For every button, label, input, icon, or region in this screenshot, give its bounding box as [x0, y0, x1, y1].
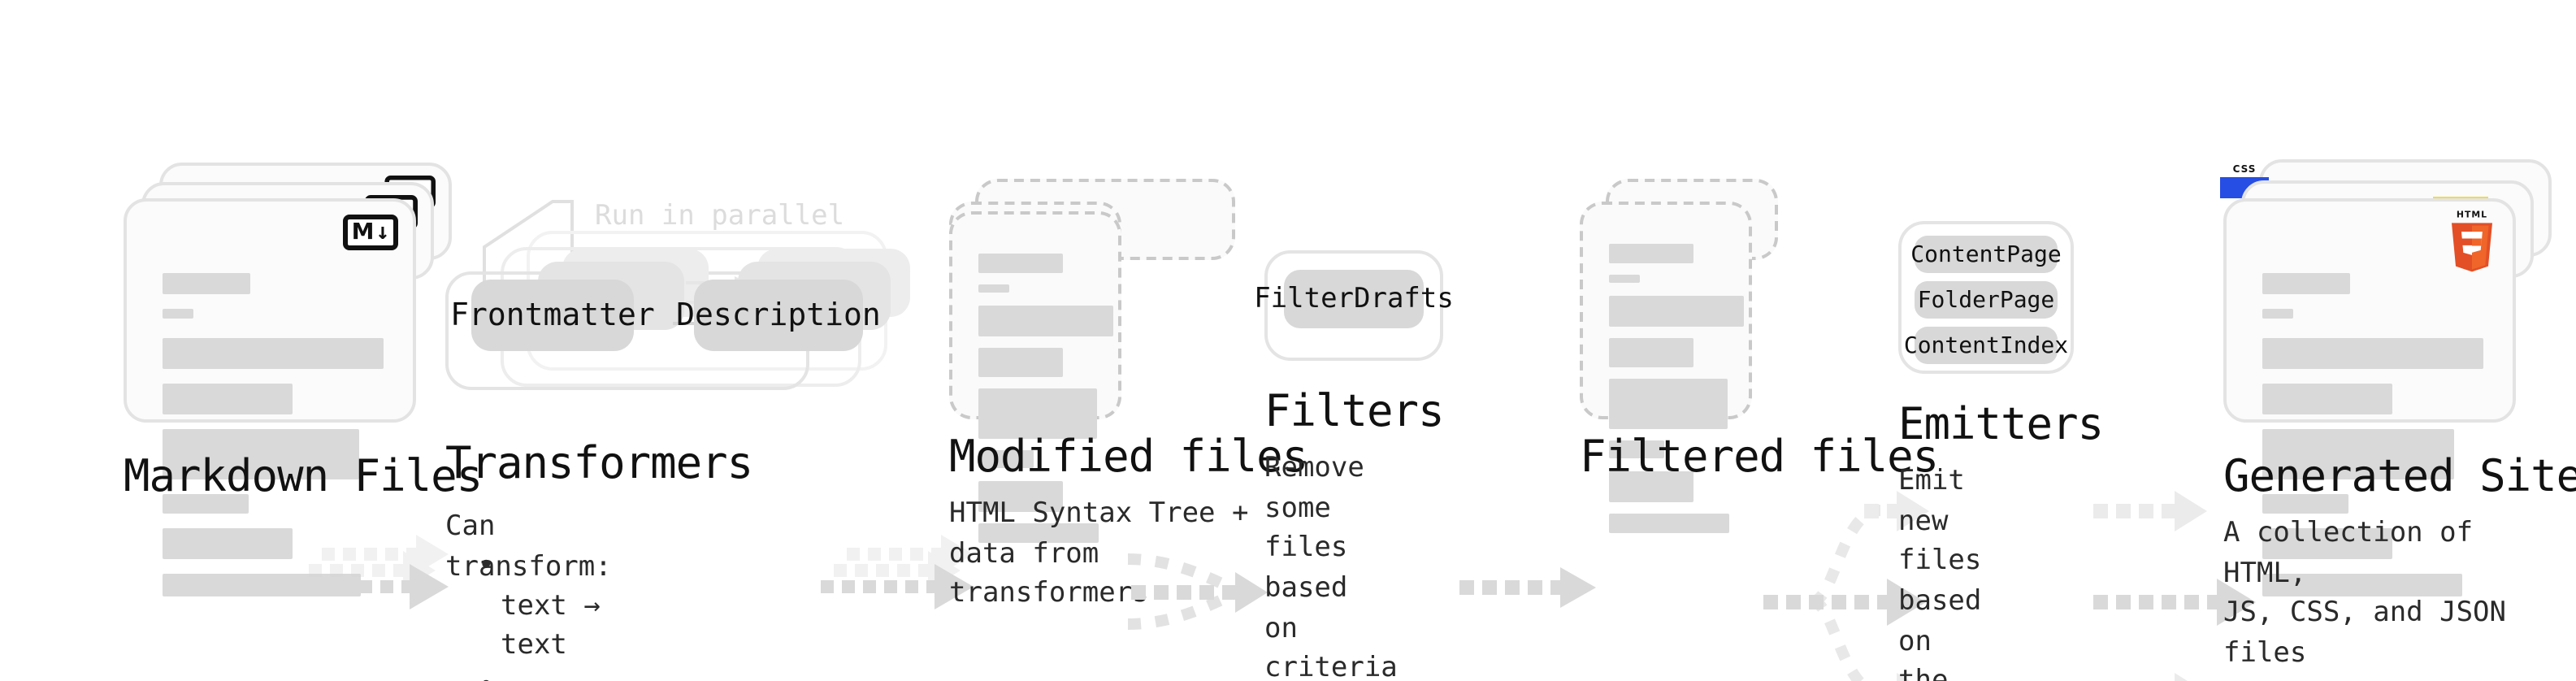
stage-title-modified-files: Modified files	[949, 432, 1308, 483]
stage-title-filtered-files: Filtered files	[1580, 432, 1939, 483]
transformer-chip-label: Frontmatter	[450, 297, 655, 333]
content-bar	[2262, 273, 2350, 294]
content-bar	[1609, 338, 1693, 367]
content-bar	[1609, 379, 1728, 429]
content-bar	[1609, 440, 1664, 458]
emitter-chip-folderpage[interactable]: FolderPage	[1915, 281, 2058, 319]
site-card-content	[2227, 202, 2513, 596]
filtered-card-stack	[1580, 179, 1905, 533]
modified-card-front	[949, 211, 1121, 543]
site-card-front: HTML	[2223, 198, 2516, 596]
stage-title-filters: Filters	[1264, 387, 1445, 437]
filter-chip-label: FilterDrafts	[1254, 283, 1454, 315]
html5-icon: HTML	[2444, 208, 2500, 273]
emitter-chip-contentpage[interactable]: ContentPage	[1910, 236, 2062, 273]
stage-subtitle-generated-site: A collection of HTML, JS, CSS, and JSON …	[2223, 517, 2506, 670]
html5-icon-svg: HTML	[2452, 210, 2492, 272]
stage-markdown-files: M↓ M↓ M↓	[124, 163, 483, 596]
connector-md-to-transformers	[296, 535, 449, 609]
stage-subtitle-filters: Remove some files based on criteria	[1264, 452, 1398, 681]
content-bar	[1609, 471, 1693, 502]
filter-chip-filterdrafts[interactable]: FilterDrafts	[1254, 270, 1454, 328]
emitter-chip-label: ContentPage	[1910, 241, 2062, 267]
stage-subtitle-emitters: Emit new files based on the parsed files	[1898, 465, 1982, 681]
content-bar	[978, 348, 1063, 377]
stage-title-markdown-files: Markdown Files	[124, 452, 483, 502]
content-bar	[978, 254, 1063, 273]
content-bar	[978, 450, 1034, 468]
content-bar	[163, 384, 293, 414]
connector-emitters-to-site	[2093, 491, 2256, 681]
transformer-chip-label: Description	[676, 297, 881, 333]
content-bar	[163, 494, 249, 514]
content-bar	[163, 528, 293, 559]
content-bar	[2262, 309, 2293, 319]
svg-text:HTML: HTML	[2457, 210, 2487, 220]
connector-filtered-to-emitters	[1763, 491, 1929, 681]
stage-filtered-files: Filtered files	[1580, 179, 1939, 533]
markdown-icon-letter: M	[351, 219, 375, 245]
markdown-card-stack: M↓ M↓ M↓	[124, 163, 465, 596]
content-bar	[978, 388, 1097, 439]
markdown-card-content	[127, 202, 413, 596]
content-bar	[163, 309, 193, 319]
filtered-card-content	[1583, 205, 1749, 533]
connector-modified-to-filters	[1127, 553, 1268, 630]
content-bar	[2262, 338, 2483, 369]
parallel-label: Run in parallel	[595, 200, 845, 232]
content-bar	[2262, 494, 2348, 514]
emitter-chip-label: FolderPage	[1917, 287, 2055, 313]
stage-modified-files: Modified files HTML Syntax Tree + data f…	[949, 179, 1308, 610]
content-bar	[1609, 296, 1744, 327]
stage-subtitle-modified-files: HTML Syntax Tree + data from transformer…	[949, 497, 1249, 610]
content-bar	[163, 338, 384, 369]
transformer-bullet: •text → text	[478, 549, 601, 662]
stage-generated-site: CSS HTML	[2220, 159, 2576, 670]
stage-title-generated-site: Generated Site	[2223, 452, 2576, 502]
content-bar	[163, 429, 359, 479]
content-bar	[1609, 514, 1729, 533]
transformer-bullet-list: •text → text •markdown → markdown •html …	[478, 546, 634, 681]
modified-card-stack	[949, 179, 1274, 543]
content-bar	[1609, 275, 1640, 283]
content-bar	[2262, 384, 2392, 414]
content-bar	[163, 273, 250, 294]
content-bar	[2262, 429, 2454, 479]
transformer-bullet: •markdown → markdown	[478, 666, 634, 681]
transformer-chip-frontmatter[interactable]: Frontmatter	[450, 280, 655, 351]
transformer-chip-description[interactable]: Description	[676, 280, 881, 351]
content-bar	[978, 284, 1009, 293]
connector-filters-to-filtered	[1459, 567, 1596, 608]
content-bar	[1609, 244, 1693, 263]
stage-title-emitters: Emitters	[1898, 400, 2104, 450]
filtered-card-front	[1580, 202, 1752, 533]
markdown-icon: M↓	[343, 215, 398, 250]
content-bar	[2262, 528, 2392, 559]
content-bar	[978, 306, 1113, 336]
site-card-stack: CSS HTML	[2220, 159, 2565, 596]
content-bar	[978, 523, 1099, 543]
content-bar	[978, 481, 1063, 512]
markdown-card-front: M↓	[124, 198, 416, 596]
emitter-chip-label: ContentIndex	[1903, 332, 2069, 358]
connector-transformers-to-modified	[821, 535, 974, 609]
css-icon-label: CSS	[2232, 164, 2257, 176]
transformer-bullet-label: text → text	[501, 589, 601, 662]
emitter-chip-contentindex[interactable]: ContentIndex	[1904, 327, 2068, 364]
markdown-icon-arrow: ↓	[375, 219, 390, 245]
parallel-bracket	[483, 200, 574, 289]
stage-subtitle-transformers: Can transform:	[445, 510, 612, 583]
content-bar	[2262, 574, 2462, 596]
stage-title-transformers: Transformers	[445, 439, 753, 489]
modified-card-content	[952, 215, 1118, 543]
